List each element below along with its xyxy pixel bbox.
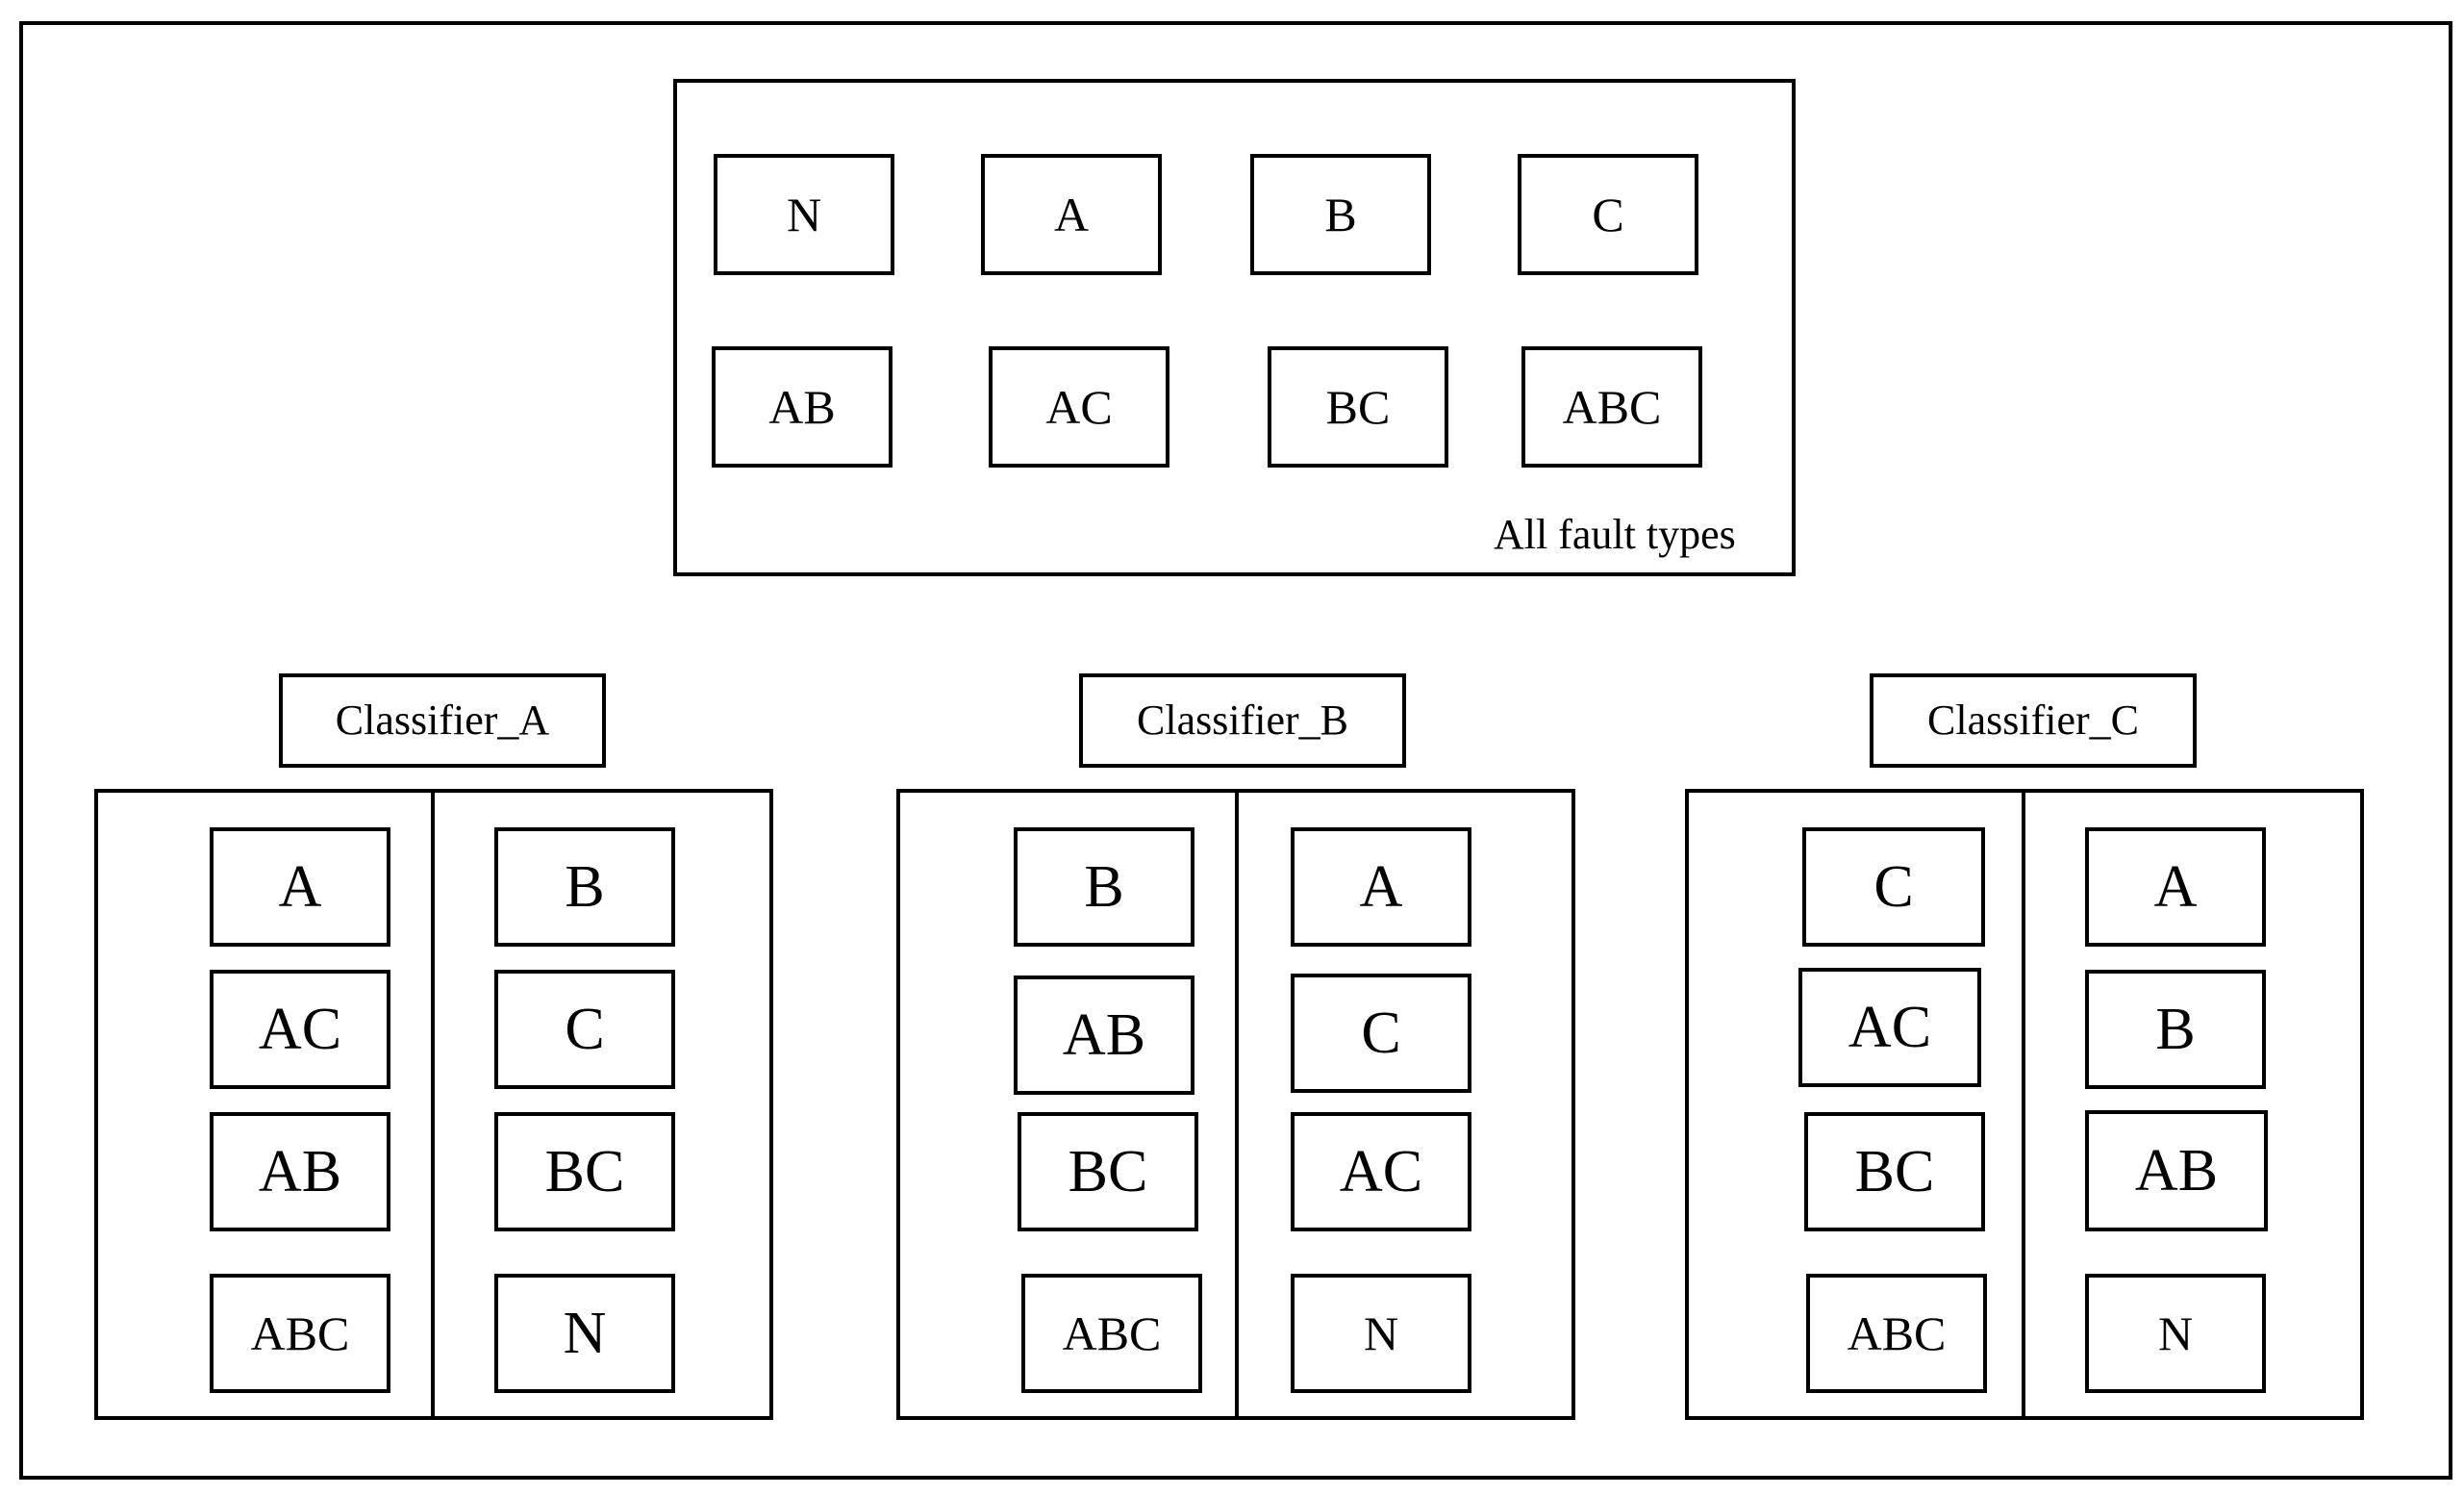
classifier-a-right-box: B [494, 827, 675, 947]
fault-type-box: ABC [1521, 346, 1702, 468]
classifier-b-title: Classifier_B [1079, 673, 1406, 768]
classifier-c-right-box: AB [2085, 1110, 2268, 1231]
fault-type-box: AC [989, 346, 1169, 468]
classifier-b-left-box: AB [1014, 976, 1194, 1095]
classifier-a-right-box: BC [494, 1112, 675, 1231]
classifier-c-right-box: B [2085, 970, 2266, 1089]
classifier-a-left-box: ABC [210, 1274, 390, 1393]
classifier-a-right-box: N [494, 1274, 675, 1393]
classifier-b-divider [1235, 789, 1239, 1420]
classifier-c-divider [2022, 789, 2025, 1420]
classifier-a-left-box: A [210, 827, 390, 947]
classifier-c-left-box: AC [1798, 968, 1981, 1087]
classifier-c-title: Classifier_C [1870, 673, 2197, 768]
classifier-c-left-box: ABC [1806, 1274, 1987, 1393]
fault-type-box: B [1250, 154, 1431, 275]
classifier-b-left-box: B [1014, 827, 1194, 947]
classifier-a-left-box: AC [210, 970, 390, 1089]
classifier-c-left-box: C [1802, 827, 1985, 947]
classifier-b-left-box: BC [1018, 1112, 1198, 1231]
fault-type-box: BC [1268, 346, 1448, 468]
classifier-c-right-box: A [2085, 827, 2266, 947]
fault-type-box: C [1518, 154, 1698, 275]
classifier-c-left-box: BC [1804, 1112, 1985, 1231]
classifier-b-right-box: A [1291, 827, 1471, 947]
classifier-b-right-box: AC [1291, 1112, 1471, 1231]
classifier-a-right-box: C [494, 970, 675, 1089]
classifier-c-right-box: N [2085, 1274, 2266, 1393]
fault-type-box: AB [712, 346, 893, 468]
classifier-b-left-box: ABC [1021, 1274, 1202, 1393]
classifier-b-right-box: N [1291, 1274, 1471, 1393]
classifier-a-left-box: AB [210, 1112, 390, 1231]
all-fault-types-caption: All fault types [1494, 511, 1736, 558]
classifier-a-title: Classifier_A [279, 673, 606, 768]
fault-type-box: A [981, 154, 1162, 275]
fault-type-box: N [714, 154, 894, 275]
classifier-a-divider [431, 789, 435, 1420]
classifier-b-right-box: C [1291, 974, 1471, 1093]
